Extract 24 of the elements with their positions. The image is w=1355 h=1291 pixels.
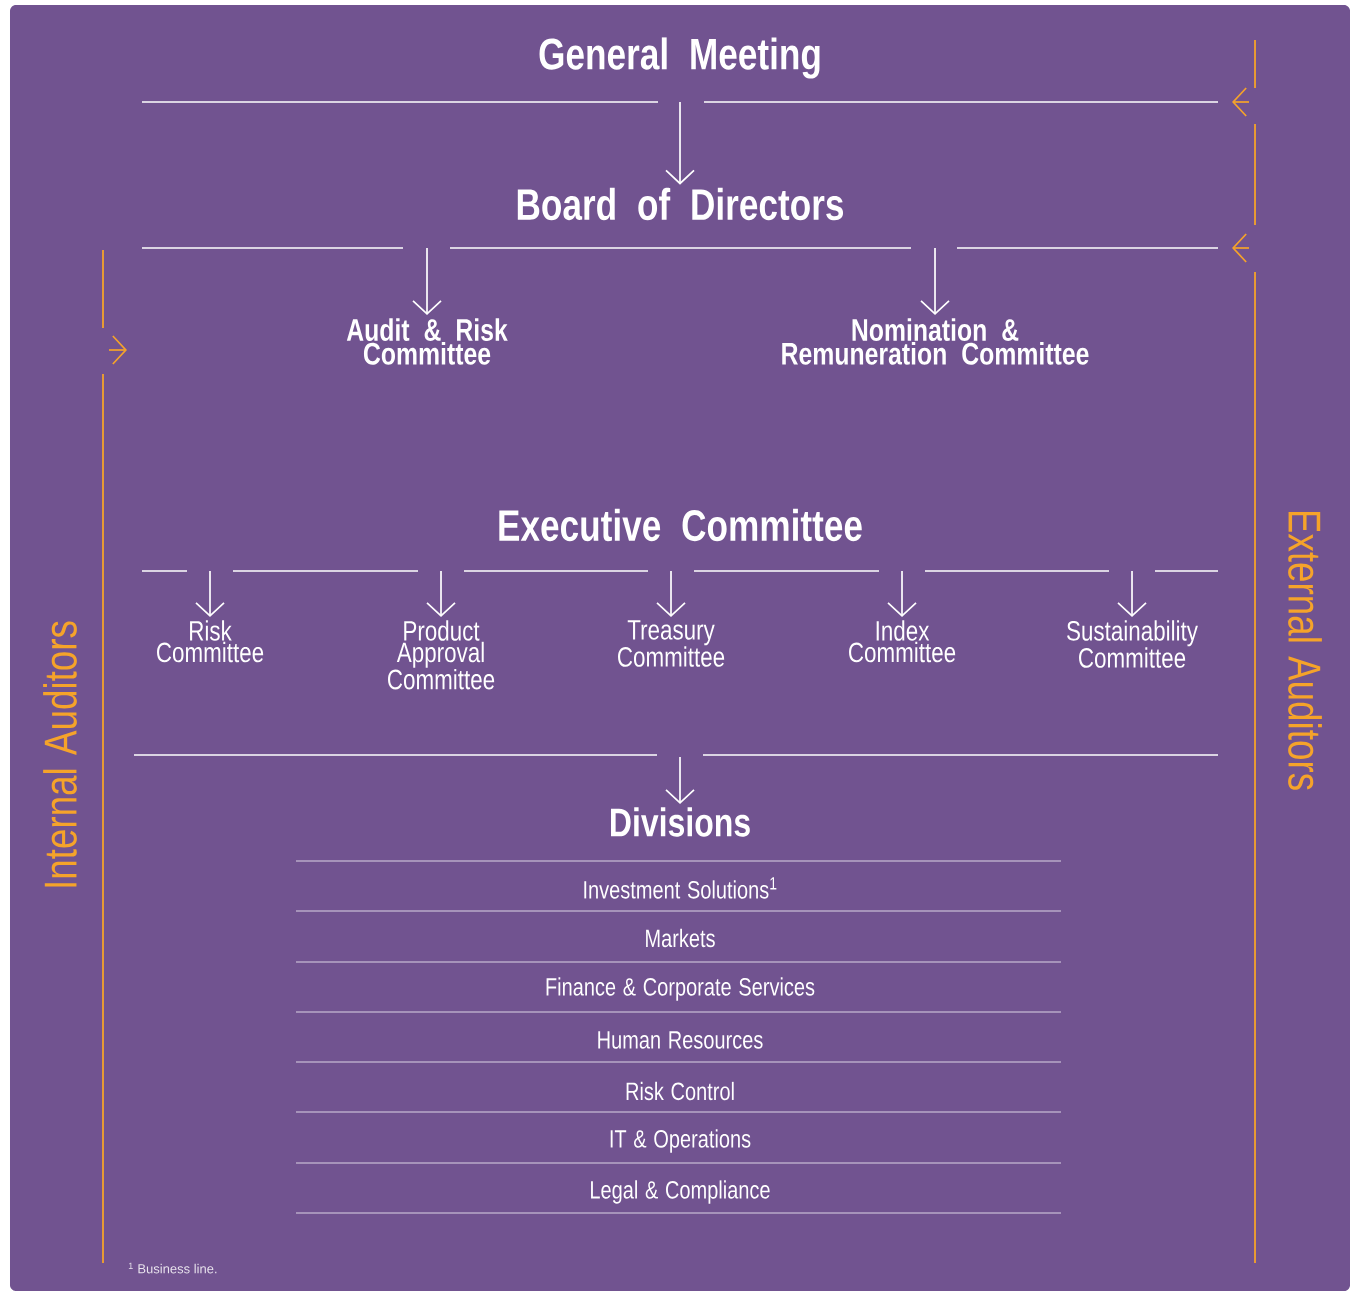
vertical-label: Internal Auditors [43, 621, 77, 887]
committee-label: Sustainability Committee [1067, 620, 1198, 668]
heading-text: Board of Directors [517, 187, 844, 221]
division-label: Human Resources [598, 1031, 763, 1049]
heading-text: General Meeting [539, 37, 820, 79]
division-label: Finance & Corporate Services [546, 977, 815, 1001]
committee-label: Index Committee [849, 620, 956, 663]
committee-label: Treasury Committee [618, 620, 725, 667]
arrow [665, 101, 695, 185]
committee-label: Product Approval Committee [388, 620, 495, 690]
arrow [920, 247, 950, 315]
division-label: Risk Control [626, 1081, 734, 1101]
footnote-text: $^{1}$ Business line. [128, 1262, 217, 1274]
division-label: IT & Operations [610, 1129, 751, 1153]
arrow [412, 247, 442, 315]
committee-label: Nomination & Remuneration Committee [782, 318, 1089, 365]
committee-label: Risk Committee [157, 620, 264, 663]
heading-text: Executive Committee [499, 508, 862, 542]
vertical-label: External Auditors [1288, 511, 1322, 790]
division-label: Investment Solutions$^{1}$ [584, 877, 777, 899]
division-label: Legal & Compliance [591, 1180, 770, 1204]
division-label: Markets [646, 928, 715, 948]
committee-label: Audit & Risk Committee [346, 318, 508, 365]
heading-text: Divisions [611, 807, 750, 837]
